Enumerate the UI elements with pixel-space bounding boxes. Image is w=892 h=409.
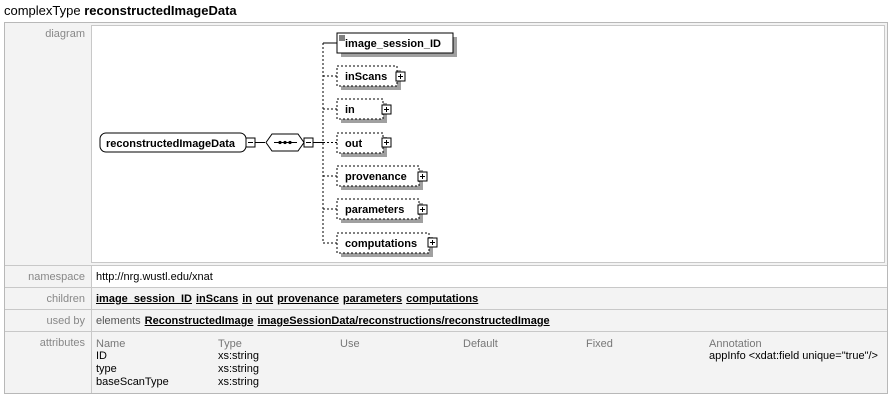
column-header: Use bbox=[340, 337, 360, 350]
attributes-label: attributes bbox=[5, 332, 91, 393]
child-link-inscans[interactable]: inScans bbox=[196, 293, 239, 305]
namespace-label: namespace bbox=[5, 266, 91, 287]
table-cell bbox=[340, 350, 463, 363]
table-cell bbox=[340, 376, 463, 389]
child-label: inScans bbox=[345, 71, 387, 83]
table-cell: xs:string bbox=[218, 376, 259, 388]
child-node-computations[interactable]: computations bbox=[336, 232, 438, 257]
table-cell: xs:string bbox=[218, 350, 259, 362]
child-label: parameters bbox=[345, 204, 404, 216]
table-cell: appInfo <xdat:field unique="true"/> bbox=[709, 350, 878, 362]
child-link-out[interactable]: out bbox=[255, 293, 274, 305]
child-node-parameters[interactable]: parameters bbox=[336, 198, 428, 223]
child-label: computations bbox=[345, 238, 417, 250]
expand-icon[interactable] bbox=[417, 204, 428, 215]
root-element-node[interactable]: reconstructedImageData bbox=[99, 132, 247, 153]
page-title: complexType reconstructedImageData bbox=[4, 3, 237, 18]
namespace-row: namespace http://nrg.wustl.edu/xnat bbox=[5, 265, 887, 287]
sequence-collapse-icon[interactable] bbox=[303, 137, 314, 148]
diagram-row: diagram reconstructedImageData bbox=[5, 23, 887, 265]
child-label: image_session_ID bbox=[345, 38, 441, 50]
table-cell bbox=[586, 363, 709, 376]
child-link-provenance[interactable]: provenance bbox=[277, 293, 339, 305]
child-label: out bbox=[345, 138, 362, 150]
attributes-header-row: Name Type Use Default Fixed Annotation bbox=[96, 337, 879, 350]
table-cell: xs:string bbox=[218, 363, 259, 375]
child-label: provenance bbox=[345, 171, 407, 183]
expand-icon[interactable] bbox=[381, 137, 392, 148]
title-kind: complexType bbox=[4, 3, 81, 18]
used-by-label: used by bbox=[5, 310, 91, 331]
table-cell bbox=[709, 363, 879, 376]
sequence-compositor-icon bbox=[265, 133, 305, 152]
child-link-image-session-id[interactable]: image_session_ID bbox=[96, 293, 192, 305]
table-row: baseScanType xs:string bbox=[96, 376, 879, 389]
table-cell bbox=[463, 350, 586, 363]
column-header: Annotation bbox=[709, 337, 762, 350]
used-by-prefix: elements bbox=[96, 315, 141, 327]
table-cell: ID bbox=[96, 350, 107, 362]
schema-diagram: reconstructedImageData bbox=[99, 32, 457, 257]
table-row: type xs:string bbox=[96, 363, 879, 376]
expand-icon[interactable] bbox=[381, 104, 392, 115]
column-header: Fixed bbox=[586, 337, 613, 350]
expand-icon[interactable] bbox=[395, 71, 406, 82]
child-label: in bbox=[345, 104, 355, 116]
attributes-panel: Name Type Use Default Fixed Annotation I… bbox=[91, 332, 887, 393]
expand-icon[interactable] bbox=[427, 237, 438, 248]
type-documentation-table: diagram reconstructedImageData bbox=[4, 22, 888, 394]
namespace-value: http://nrg.wustl.edu/xnat bbox=[91, 266, 887, 287]
children-label: children bbox=[5, 288, 91, 309]
column-header: Name bbox=[96, 337, 126, 350]
diagram-panel: reconstructedImageData bbox=[91, 25, 885, 263]
used-by-link-reconstructedimage[interactable]: ReconstructedImage bbox=[144, 315, 254, 327]
child-link-parameters[interactable]: parameters bbox=[342, 293, 403, 305]
table-row: ID xs:string appInfo <xdat:field unique=… bbox=[96, 350, 879, 363]
child-node-inscans[interactable]: inScans bbox=[336, 65, 406, 90]
column-header: Default bbox=[463, 337, 498, 350]
child-node-image-session-id[interactable]: image_session_ID bbox=[336, 32, 457, 57]
root-collapse-icon[interactable] bbox=[245, 137, 256, 148]
child-node-in[interactable]: in bbox=[336, 98, 392, 123]
table-cell: baseScanType bbox=[96, 376, 169, 388]
expand-icon[interactable] bbox=[417, 171, 428, 182]
table-cell: type bbox=[96, 363, 117, 375]
column-header: Type bbox=[218, 337, 242, 350]
child-node-provenance[interactable]: provenance bbox=[336, 165, 428, 190]
child-link-computations[interactable]: computations bbox=[406, 293, 479, 305]
used-by-link-imagesessiondata[interactable]: imageSessionData/reconstructions/reconst… bbox=[257, 315, 550, 327]
table-cell bbox=[709, 376, 879, 389]
title-name: reconstructedImageData bbox=[84, 3, 237, 18]
table-cell bbox=[463, 363, 586, 376]
attributes-table: Name Type Use Default Fixed Annotation I… bbox=[96, 337, 879, 389]
table-cell bbox=[586, 350, 709, 363]
table-cell bbox=[463, 376, 586, 389]
attributes-row: attributes Name Type Use Default Fixed A… bbox=[5, 331, 887, 393]
table-cell bbox=[586, 376, 709, 389]
child-link-in[interactable]: in bbox=[242, 293, 252, 305]
diagram-label: diagram bbox=[5, 23, 91, 265]
child-node-out[interactable]: out bbox=[336, 132, 392, 157]
table-cell bbox=[340, 363, 463, 376]
root-element-label: reconstructedImageData bbox=[106, 138, 236, 150]
